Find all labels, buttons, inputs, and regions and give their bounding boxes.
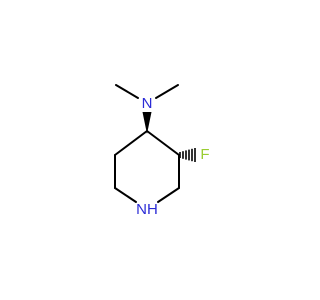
bond-n-methyl-left xyxy=(115,84,139,99)
atom-label-amine-n: N xyxy=(142,95,153,112)
bond-c3-c4 xyxy=(146,130,180,156)
bond-c6-n1 xyxy=(114,187,137,203)
bond-n1-c2 xyxy=(157,187,180,203)
structure-canvas: N F NH xyxy=(114,84,210,218)
bond-c4-c5 xyxy=(114,130,148,156)
hash-bond-c3-f xyxy=(179,148,196,162)
bond-n-methyl-right xyxy=(155,84,179,99)
atom-label-ring-nh: NH xyxy=(136,201,158,218)
molecule-diagram: N F NH xyxy=(114,84,210,218)
atom-label-fluorine: F xyxy=(200,146,209,163)
wedge-bond-c4-n xyxy=(142,112,152,134)
